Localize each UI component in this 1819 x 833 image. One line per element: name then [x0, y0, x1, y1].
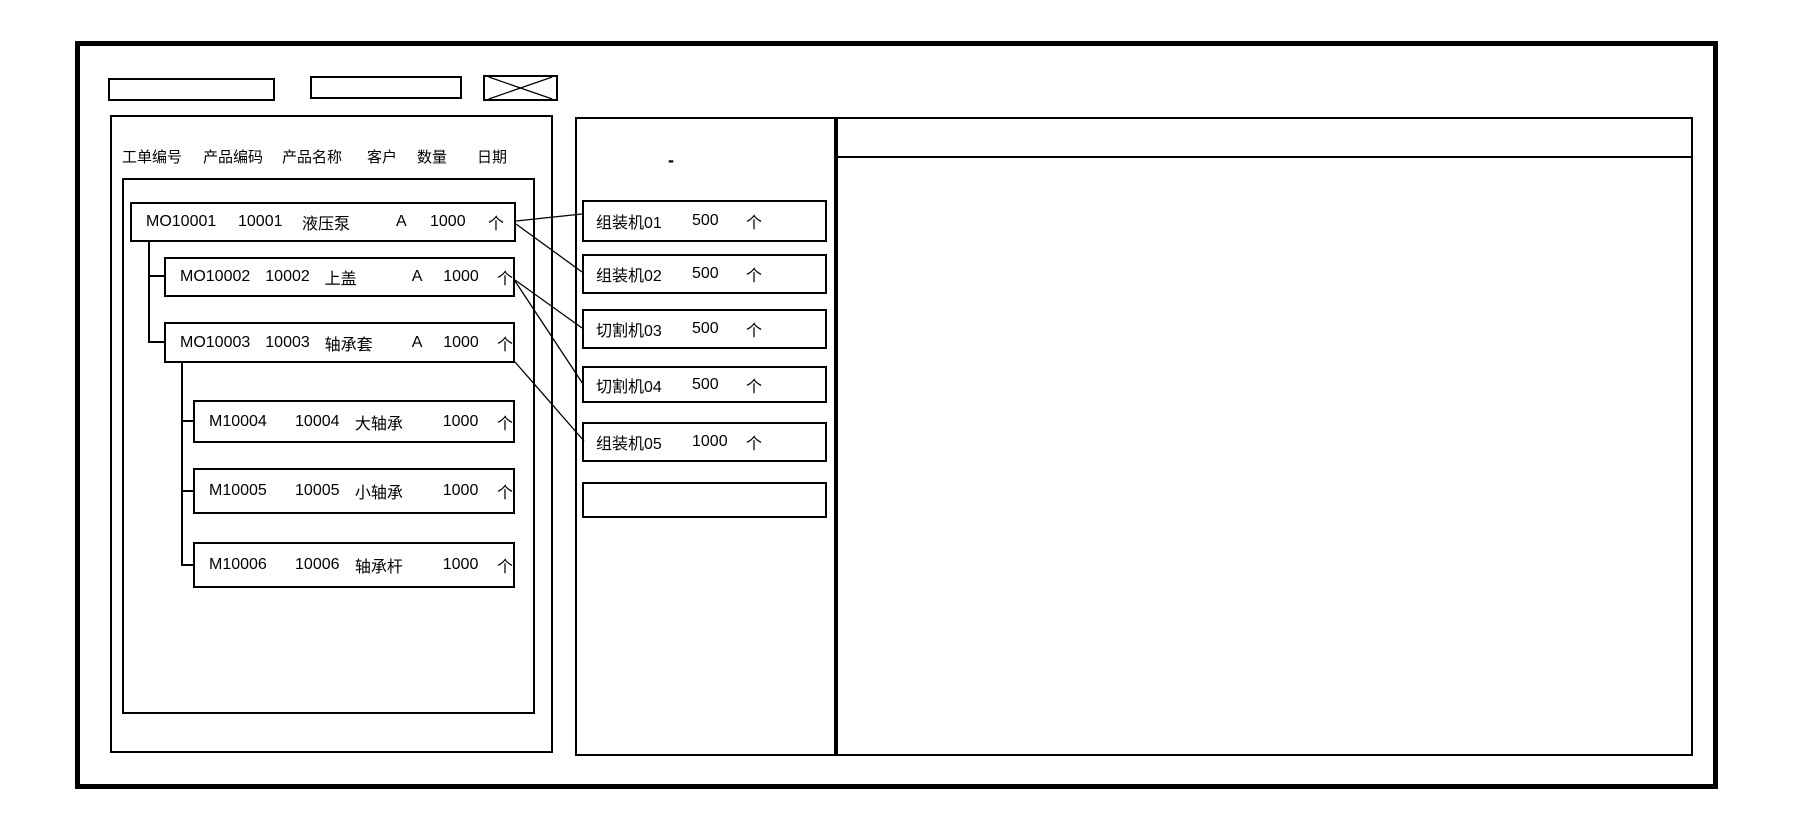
product-name: 液压泵: [302, 216, 351, 233]
tree-connector-line: [181, 363, 183, 566]
quantity: 1000: [442, 556, 479, 573]
order-node-mo10003[interactable]: MO10003 10003 轴承套 A 1000 个: [164, 322, 515, 363]
quantity: 1000: [442, 412, 479, 430]
product-code: 10004: [295, 412, 340, 430]
quantity: 1000: [443, 268, 479, 285]
machine-qty: 500: [692, 375, 719, 393]
product-name: 轴承套: [324, 336, 373, 354]
tree-connector-line: [181, 420, 193, 422]
tree-connector-line: [148, 275, 164, 277]
customer: A: [411, 268, 423, 285]
product-code: 10001: [238, 213, 283, 230]
unit: 个: [488, 216, 505, 233]
order-no: M10004: [209, 412, 267, 430]
machine-box-02[interactable]: 组装机02 500 个: [582, 254, 827, 294]
unit: 个: [496, 271, 513, 288]
tree-connector-line: [181, 564, 193, 566]
product-code: 10006: [295, 556, 340, 573]
unit: 个: [496, 415, 513, 433]
order-no: M10005: [209, 482, 267, 499]
column-header-date: 日期: [477, 149, 508, 166]
machine-name: 组装机05: [596, 436, 662, 453]
machine-box-01[interactable]: 组装机01 500 个: [582, 200, 827, 242]
product-name: 大轴承: [354, 415, 403, 433]
tree-connector-line: [148, 242, 150, 343]
order-no: M10006: [209, 556, 267, 573]
quantity: 1000: [443, 333, 479, 351]
machine-name: 组装机01: [596, 215, 662, 232]
order-no: MO10002: [180, 268, 251, 285]
machine-qty: 1000: [692, 433, 728, 450]
machine-box-03[interactable]: 切割机03 500 个: [582, 309, 827, 349]
close-button[interactable]: [483, 75, 558, 101]
schedule-header-divider: [838, 156, 1691, 158]
window-frame: [75, 41, 1718, 789]
tree-connector-line: [148, 341, 164, 343]
unit: 个: [746, 268, 763, 285]
product-code: 10003: [265, 333, 310, 351]
close-icon: [488, 77, 553, 99]
unit: 个: [496, 559, 513, 576]
order-node-mo10002[interactable]: MO10002 10002 上盖 A 1000 个: [164, 257, 515, 297]
machine-name: 切割机04: [596, 378, 662, 396]
column-header-qty: 数量: [417, 149, 448, 166]
order-node-m10006[interactable]: M10006 10006 轴承杆 1000 个: [193, 542, 515, 588]
dot-mark: -: [668, 150, 674, 170]
machine-qty: 500: [692, 320, 719, 337]
tree-connector-line: [181, 490, 193, 492]
column-header-product-name: 产品名称: [282, 149, 343, 166]
product-code: 10002: [265, 268, 310, 285]
machine-name: 切割机03: [596, 323, 662, 340]
quantity: 1000: [430, 213, 466, 230]
order-node-m10004[interactable]: M10004 10004 大轴承 1000 个: [193, 400, 515, 443]
product-name: 轴承杆: [354, 559, 403, 576]
machine-name: 组装机02: [596, 268, 662, 285]
machine-box-empty[interactable]: [582, 482, 827, 518]
product-name: 上盖: [324, 271, 357, 288]
order-tree-container: [122, 178, 535, 714]
machine-qty: 500: [692, 265, 719, 282]
customer: A: [411, 333, 423, 351]
unit: 个: [746, 323, 763, 340]
order-node-mo10001[interactable]: MO10001 10001 液压泵 A 1000 个: [130, 202, 516, 242]
quantity: 1000: [442, 482, 479, 499]
column-header-product-code: 产品编码: [203, 149, 264, 166]
unit: 个: [746, 378, 763, 396]
schedule-panel: [836, 117, 1693, 756]
unit: 个: [746, 436, 763, 453]
order-node-m10005[interactable]: M10005 10005 小轴承 1000 个: [193, 468, 515, 514]
toolbar-field-2[interactable]: [310, 76, 462, 99]
machine-box-04[interactable]: 切割机04 500 个: [582, 366, 827, 403]
customer: A: [396, 213, 407, 230]
product-code: 10005: [295, 482, 340, 499]
machine-box-05[interactable]: 组装机05 1000 个: [582, 422, 827, 462]
unit: 个: [496, 485, 513, 502]
column-header-customer: 客户: [367, 149, 398, 166]
column-header-order-no: 工单编号: [122, 149, 183, 166]
order-no: MO10003: [180, 333, 251, 351]
toolbar-field-1[interactable]: [108, 78, 275, 101]
unit: 个: [746, 215, 763, 232]
product-name: 小轴承: [354, 485, 403, 502]
unit: 个: [496, 336, 513, 354]
order-no: MO10001: [146, 213, 217, 230]
machine-qty: 500: [692, 212, 719, 229]
